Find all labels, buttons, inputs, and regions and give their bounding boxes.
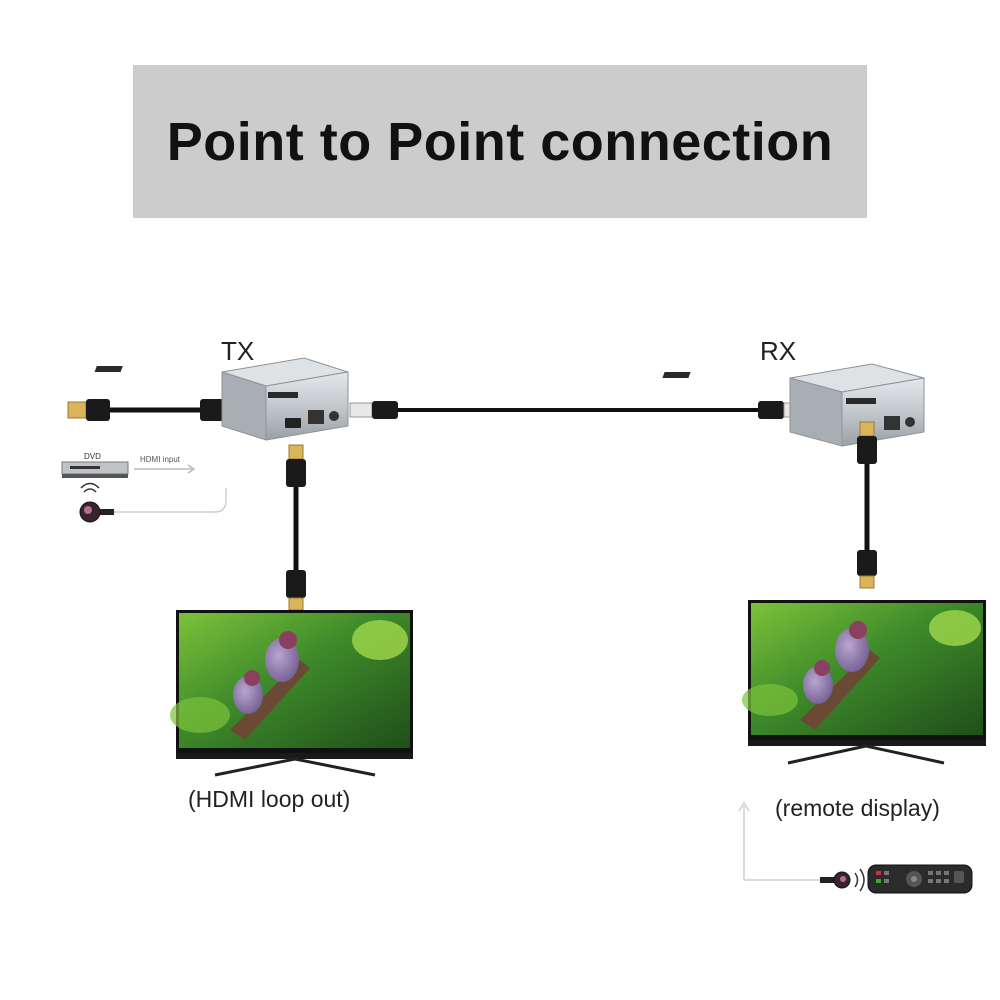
tx-label: TX [221,336,255,366]
ir-sensor-cable [114,488,227,513]
hdmi-plug-icon [857,421,877,464]
ir-return-arrow [738,801,820,881]
rj45-plug-icon [349,401,398,419]
hdmi-input-arrow: HDMI input [134,455,196,474]
title-banner: Point to Point connection [133,65,867,218]
dvd-label: DVD [84,452,101,461]
remote-control-icon [867,864,973,894]
tv-icon [170,610,413,777]
loop-display-caption: (HDMI loop out) [188,786,351,812]
hdmi-plug-icon [286,444,306,487]
hdmi-plug-icon [286,570,306,611]
dvd-player: DVD [61,452,129,478]
ir-sensor-icon [79,482,114,523]
rx-extender-box [662,363,925,447]
rx-label: RX [760,336,797,366]
hdmi-plug-icon [67,399,110,421]
page-title: Point to Point connection [166,111,834,172]
hdmi-plug-icon [857,550,877,589]
hdmi-input-label: HDMI input [140,455,181,464]
tx-extender-box [94,357,349,441]
remote-display-caption: (remote display) [775,795,940,821]
tv-icon [742,600,986,765]
ir-sensor-icon [820,868,865,892]
